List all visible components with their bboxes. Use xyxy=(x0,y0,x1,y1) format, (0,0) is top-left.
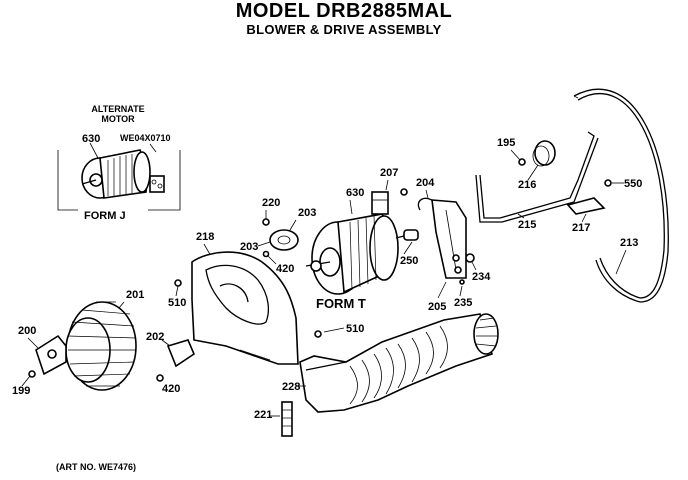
part-201-label: 201 xyxy=(126,289,144,301)
part-207-label: 207 xyxy=(380,167,398,179)
inset-bracket xyxy=(57,150,181,211)
motor-support-parts: 220 203 203 420 xyxy=(240,197,316,275)
alternate-motor-inset: ALTERNATE MOTOR 630 WE04X0710 xyxy=(57,104,181,222)
art-number: (ART NO. WE7476) xyxy=(56,462,136,472)
motor-mount-bracket: 204 205 235 234 xyxy=(416,177,491,313)
part-420b-label: 420 xyxy=(162,383,180,395)
inset-form-label: FORM J xyxy=(84,210,126,222)
part-203b-label: 203 xyxy=(240,241,258,253)
blower-wheel: 201 xyxy=(65,289,144,391)
part-234-label: 234 xyxy=(472,271,491,283)
part-221-label: 221 xyxy=(254,409,272,421)
inset-motor-ref: 630 xyxy=(82,133,100,145)
part-213-label: 213 xyxy=(620,237,638,249)
idler-bracket xyxy=(566,197,606,215)
part-195-label: 195 xyxy=(497,137,515,149)
part-630-label: 630 xyxy=(346,187,364,199)
part-216-label: 216 xyxy=(518,179,536,191)
inset-kit-ref: WE04X0710 xyxy=(120,133,171,143)
part-250-label: 250 xyxy=(400,255,418,267)
exhaust-duct: 228 510 xyxy=(282,313,499,413)
idler-arm xyxy=(479,131,595,219)
model-title: MODEL DRB2885MAL xyxy=(235,0,453,22)
part-228-label: 228 xyxy=(282,381,300,393)
inset-heading-line1: ALTERNATE xyxy=(91,104,144,114)
part-510b-label: 510 xyxy=(346,323,364,335)
part-204-label: 204 xyxy=(416,177,435,189)
motor-form-label: FORM T xyxy=(316,296,366,311)
motor-switch: 207 xyxy=(371,167,408,215)
alternate-motor xyxy=(81,149,165,199)
part-202-label: 202 xyxy=(146,331,164,343)
part-215-label: 215 xyxy=(518,219,536,231)
blower-hub: 200 199 xyxy=(12,325,67,397)
part-199-label: 199 xyxy=(12,385,30,397)
drive-motor: 630 FORM T 250 xyxy=(305,187,419,311)
idler-pulley xyxy=(534,140,556,166)
part-200-label: 200 xyxy=(18,325,36,337)
assembly-subtitle: BLOWER & DRIVE ASSEMBLY xyxy=(246,22,442,37)
part-218-label: 218 xyxy=(196,231,214,243)
part-510a-label: 510 xyxy=(168,297,186,309)
inset-heading-line2: MOTOR xyxy=(101,114,135,124)
blower-housing: 218 510 xyxy=(168,231,299,365)
drive-belt: 213 xyxy=(573,88,669,303)
duct-seal: 221 xyxy=(254,401,293,437)
part-203a-label: 203 xyxy=(298,207,316,219)
part-205-label: 205 xyxy=(428,301,446,313)
part-420a-label: 420 xyxy=(276,263,294,275)
part-217-label: 217 xyxy=(572,222,590,234)
idler-assembly: 195 216 215 550 217 xyxy=(475,131,642,234)
part-235-label: 235 xyxy=(454,297,472,309)
part-550-label: 550 xyxy=(624,178,642,190)
lower-bracket: 202 420 xyxy=(146,331,195,395)
part-220-label: 220 xyxy=(262,197,280,209)
